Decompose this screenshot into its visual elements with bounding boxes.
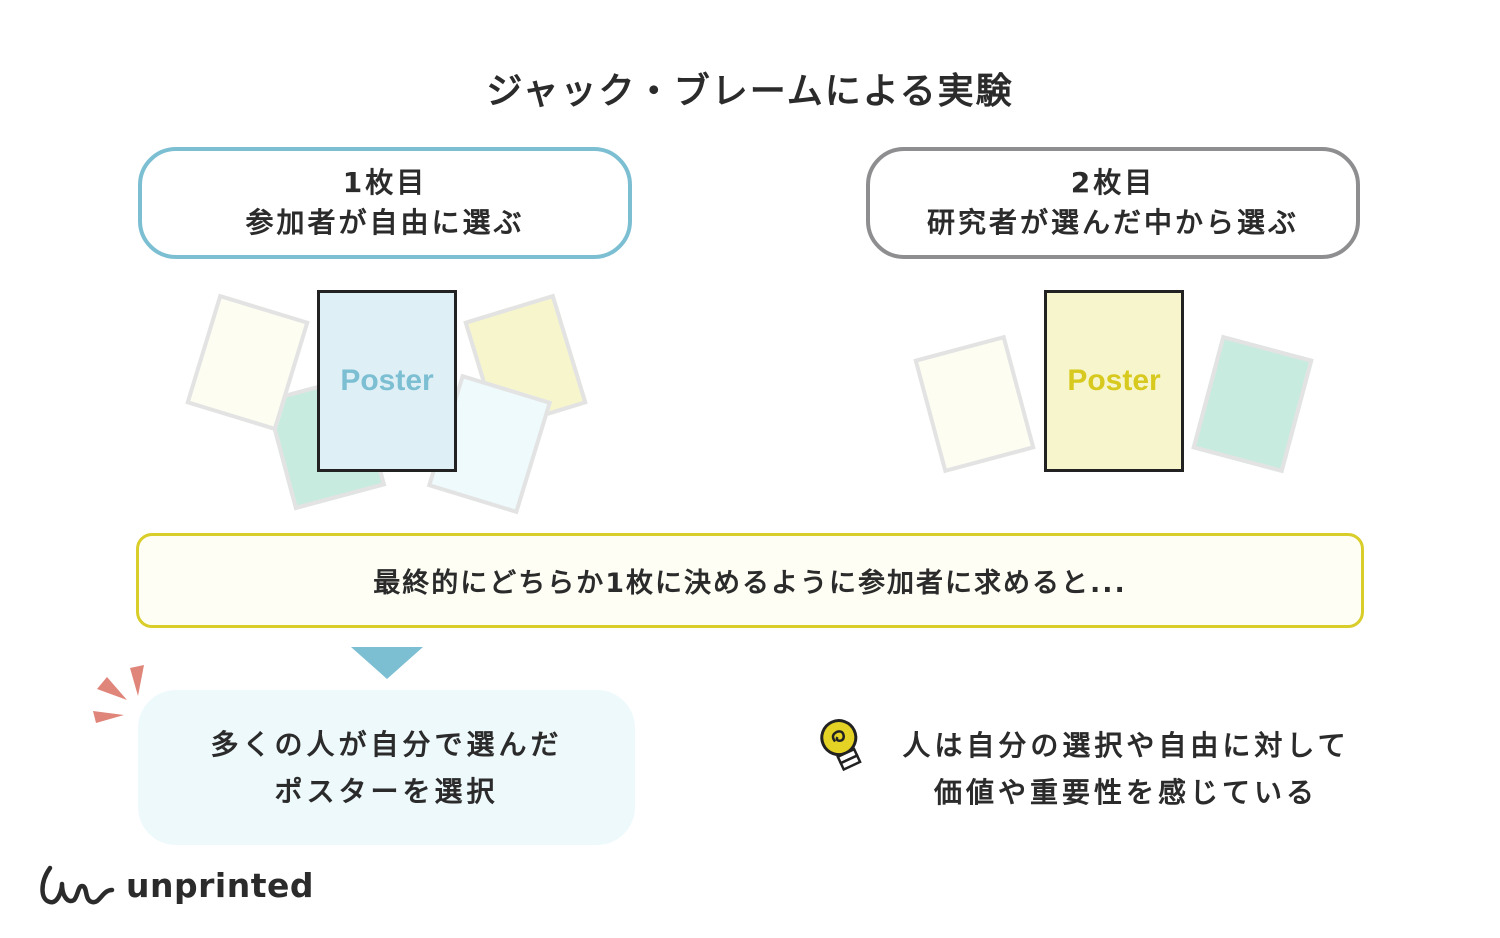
result-line-2: ポスターを選択 <box>274 774 499 808</box>
result-line-1: 多くの人が自分で選んだ <box>210 727 563 761</box>
brand-logo: unprinted <box>38 860 314 910</box>
instruction-banner: 最終的にどちらか1枚に決めるように参加者に求めると... <box>136 533 1364 628</box>
insight-line-1: 人は自分の選択や自由に対して <box>902 729 1350 762</box>
spark-ray <box>97 677 127 700</box>
insight-line-2: 価値や重要性を感じている <box>933 776 1318 809</box>
condition-1-title: 1枚目 <box>342 166 428 199</box>
condition-2-label: 2枚目 研究者が選んだ中から選ぶ <box>866 147 1360 259</box>
condition-2-description: 研究者が選んだ中から選ぶ <box>926 206 1299 239</box>
selected-poster-2: Poster <box>1044 290 1184 472</box>
selected-poster-1: Poster <box>317 290 457 472</box>
brand-mark-icon <box>40 865 115 905</box>
condition-1-label: 1枚目 参加者が自由に選ぶ <box>138 147 632 259</box>
diagram-title: ジャック・ブレームによる実験 <box>486 71 1014 112</box>
lightbulb-icon <box>820 719 862 772</box>
condition-1-description: 参加者が自由に選ぶ <box>245 206 525 239</box>
poster-1-label: Poster <box>340 364 434 397</box>
poster-2-label: Poster <box>1067 364 1161 397</box>
background-poster <box>913 334 1036 474</box>
result-box: 多くの人が自分で選んだ ポスターを選択 <box>138 690 635 845</box>
spark-ray <box>130 665 144 696</box>
emphasis-spark-icon <box>93 665 144 723</box>
poster-group-1: Poster <box>0 0 750 530</box>
poster-group-2: Poster <box>750 0 1500 530</box>
condition-2-title: 2枚目 <box>1070 166 1156 199</box>
spark-ray <box>93 711 124 723</box>
arrow-down-icon <box>351 647 423 679</box>
brand-name: unprinted <box>126 865 314 905</box>
insight-text: 人は自分の選択や自由に対して 価値や重要性を感じている <box>886 722 1366 816</box>
instruction-text: 最終的にどちらか1枚に決めるように参加者に求めると... <box>373 568 1127 599</box>
background-poster <box>1191 334 1314 474</box>
